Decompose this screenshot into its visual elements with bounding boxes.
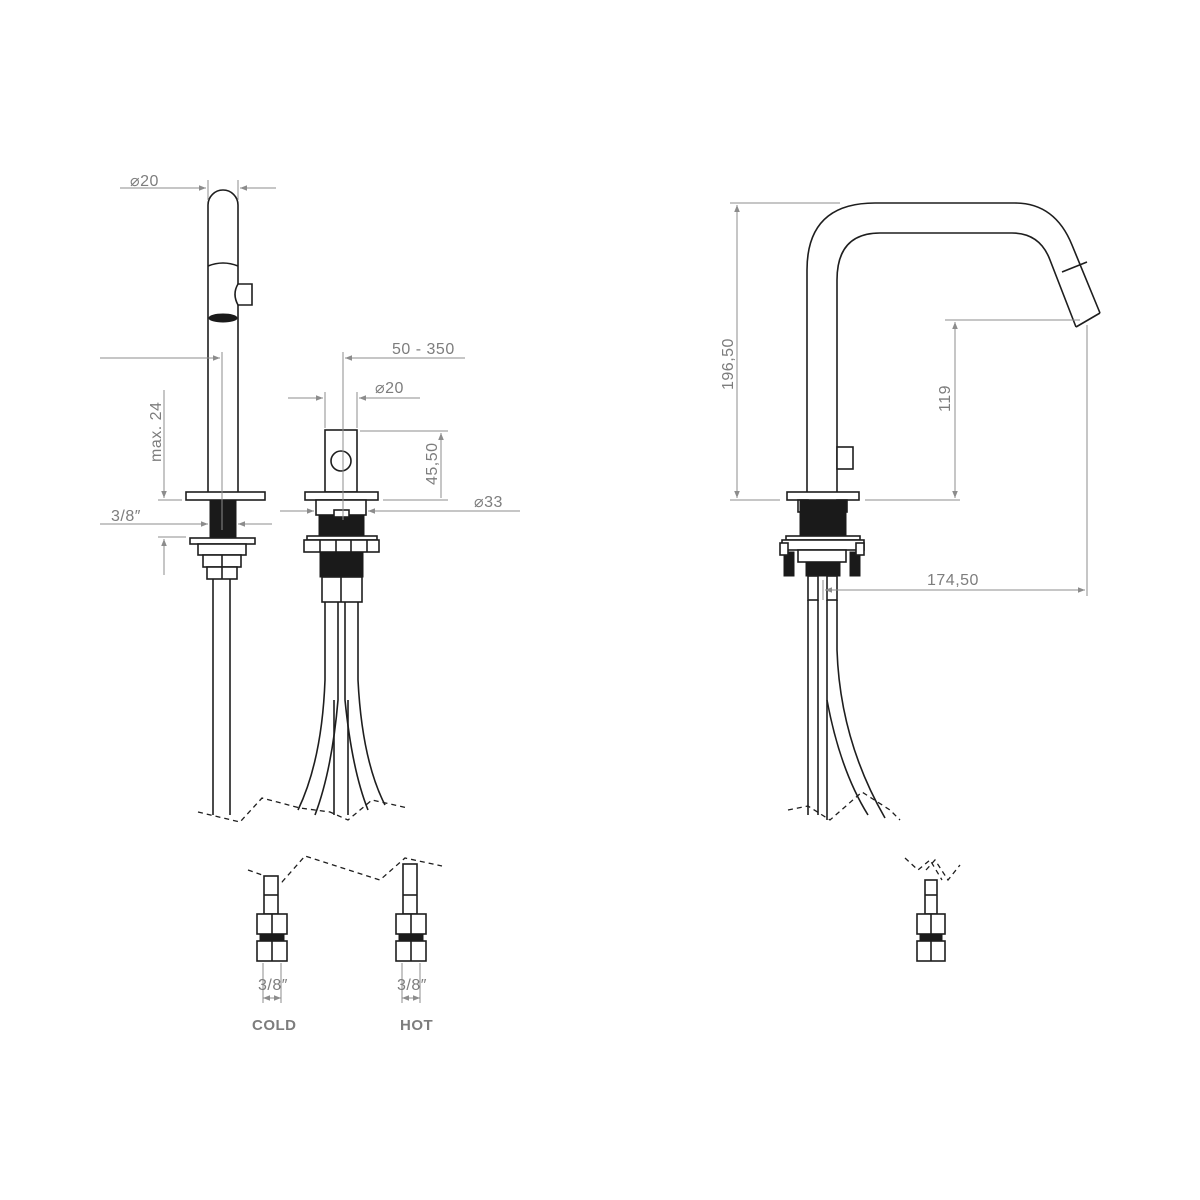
- cold-thread-label: 3/8″: [258, 977, 288, 994]
- side-cut-line: [787, 791, 901, 821]
- hot-connector: 3/8″ HOT: [395, 863, 433, 1034]
- thread-size-label: 3/8″: [111, 508, 141, 525]
- front-handle: [297, 429, 386, 816]
- spout-diameter-label: ⌀20: [130, 173, 159, 190]
- side-dimensions: 196,50 119 174,50: [720, 202, 1088, 600]
- hot-thread-label: 3/8″: [397, 977, 427, 994]
- side-connector: [904, 857, 961, 962]
- aerator: [208, 313, 238, 323]
- front-dimensions: ⌀20 50 - 350 ⌀20 max. 24 3/8″ 45,50 ⌀33: [100, 173, 520, 575]
- lever-icon: [836, 446, 854, 470]
- cold-connector: 3/8″ COLD: [252, 875, 297, 1034]
- spacing-label: 50 - 350: [392, 341, 455, 358]
- hot-label: HOT: [400, 1017, 433, 1034]
- cold-label: COLD: [252, 1017, 297, 1034]
- side-faucet: [779, 202, 1101, 820]
- cut-line: [197, 797, 409, 823]
- total-height-label: 196,50: [720, 338, 737, 390]
- handle-diameter-label: ⌀20: [375, 380, 404, 397]
- spout-reach-label: 174,50: [927, 572, 979, 589]
- front-spout: [185, 189, 266, 815]
- max-deck-thickness-label: max. 24: [148, 402, 165, 462]
- handle-height-label: 45,50: [424, 442, 441, 485]
- spout-height-label: 119: [937, 385, 954, 412]
- lever-icon: [234, 283, 253, 306]
- body-diameter-label: ⌀33: [474, 494, 503, 511]
